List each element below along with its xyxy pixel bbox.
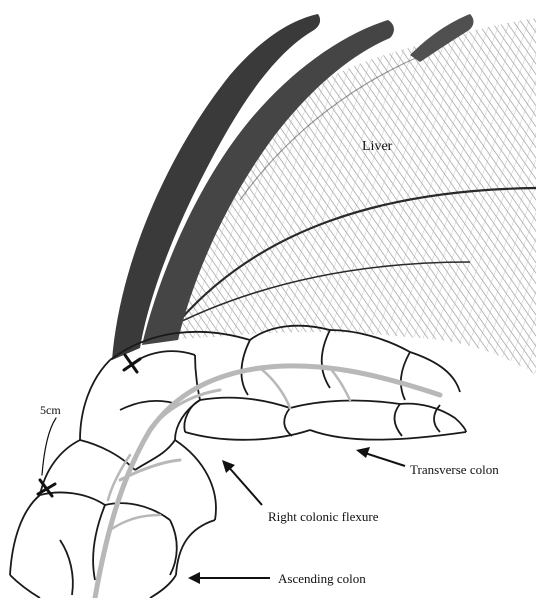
distance-label: 5cm [40,403,61,417]
ascending-colon-label: Ascending colon [278,571,366,586]
arrow-ascending-colon [188,572,270,584]
measurement-markers [38,355,140,496]
arrow-right-colonic-flexure [222,460,262,505]
liver-label: Liver [362,139,393,154]
right-colonic-flexure-label: Right colonic flexure [268,509,379,524]
transverse-colon-label: Transverse colon [410,462,499,477]
arrow-transverse-colon [356,447,405,466]
colon [10,326,466,598]
upper-marker [124,355,140,372]
